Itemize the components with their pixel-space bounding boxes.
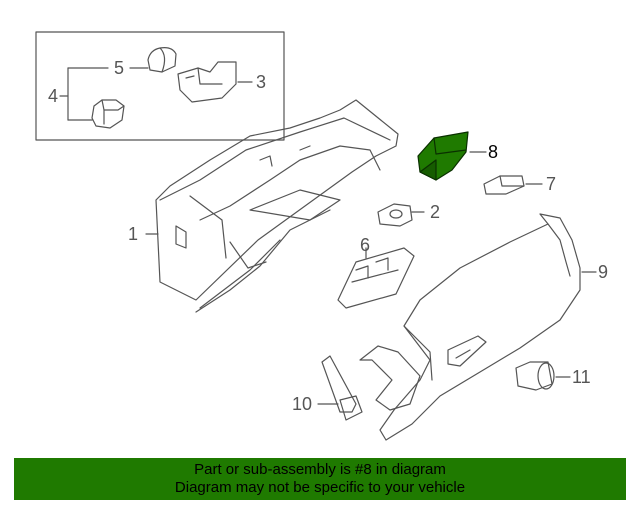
part-1-frame — [155, 99, 399, 313]
part-5-bulb — [147, 47, 177, 73]
part-6-hinge — [337, 247, 415, 309]
callout-8: 8 — [488, 142, 499, 162]
callout-7: 7 — [546, 174, 557, 194]
info-banner: Part or sub-assembly is #8 in diagram Di… — [14, 458, 626, 500]
callout-2: 2 — [430, 202, 441, 222]
part-9-door — [379, 213, 581, 441]
banner-line-2: Diagram may not be specific to your vehi… — [174, 479, 466, 496]
callout-9: 9 — [598, 262, 609, 282]
inset-box — [35, 31, 285, 141]
callout-11: 11 — [572, 367, 591, 387]
part-11-cylinder — [515, 361, 555, 391]
callout-3: 3 — [256, 72, 267, 92]
parts-diagram — [35, 31, 597, 441]
part-2-latch — [377, 203, 413, 227]
part-4-socket — [91, 99, 125, 129]
callout-6: 6 — [360, 235, 371, 255]
part-8-highlighted — [417, 131, 469, 181]
callout-5: 5 — [114, 58, 125, 78]
callout-10: 10 — [292, 394, 313, 414]
part-10-striker — [321, 345, 421, 421]
banner-line-1: Part or sub-assembly is #8 in diagram — [194, 461, 446, 478]
callout-4: 4 — [48, 86, 59, 106]
part-7-clip — [483, 175, 525, 195]
callout-1: 1 — [128, 224, 139, 244]
part-3-housing — [177, 61, 237, 103]
